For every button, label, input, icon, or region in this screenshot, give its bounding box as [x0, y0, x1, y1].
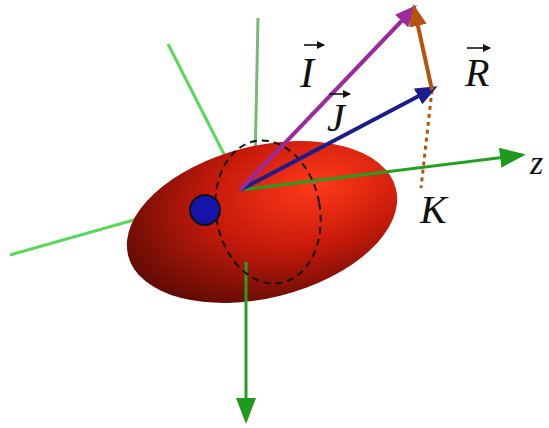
- vector-label: I: [300, 52, 314, 94]
- vector-overarrows: [304, 45, 490, 94]
- precession-ellipse: [204, 132, 331, 292]
- vector-label: R: [465, 53, 489, 93]
- point-label: K: [420, 190, 447, 230]
- vector-i: [240, 8, 414, 190]
- vector-r: [414, 8, 432, 90]
- nucleus-ellipsoid: [110, 115, 415, 329]
- axis-label: z: [530, 146, 543, 180]
- k-projection: [421, 90, 432, 188]
- vector-label: J: [327, 98, 345, 138]
- z-axis: [240, 155, 522, 190]
- vector-j: [240, 88, 434, 190]
- particle-dot: [190, 195, 220, 225]
- down-axis: [245, 262, 248, 420]
